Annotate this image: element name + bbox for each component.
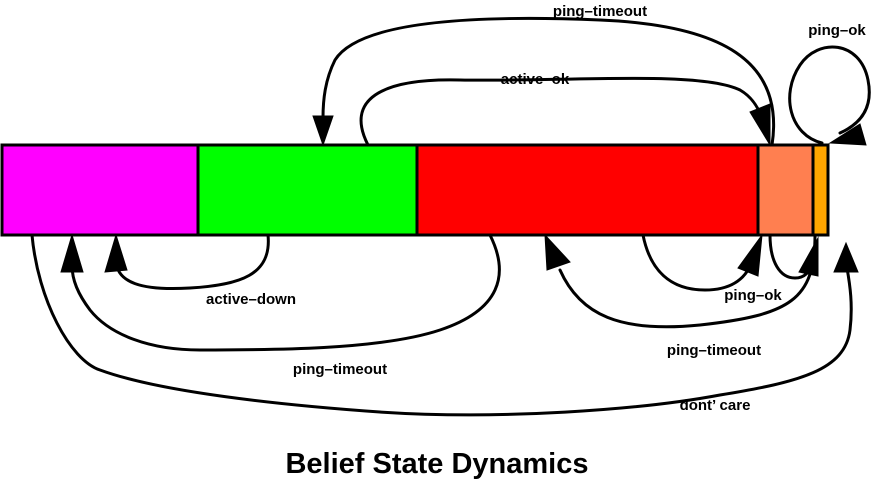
edge-green-to-coral <box>359 76 771 147</box>
edge-orange-self <box>788 45 871 146</box>
diagram-title: Belief State Dynamics <box>285 448 588 480</box>
arrowhead <box>749 103 771 147</box>
arrowhead <box>828 123 867 146</box>
arrowhead <box>60 233 84 273</box>
edge-green-to-magenta <box>104 233 270 291</box>
label-red-to-coral: ping–ok <box>724 287 782 304</box>
edge-red-to-magenta <box>60 233 501 352</box>
edge-orange-to-red <box>544 233 817 329</box>
arrowhead <box>104 233 128 273</box>
edge-magenta-to-orange <box>30 233 859 417</box>
edge-coral-to-green <box>312 16 775 147</box>
arrowhead <box>737 233 763 277</box>
arrowhead <box>544 233 571 271</box>
label-orange-self: ping–ok <box>808 22 866 39</box>
label-red-to-magenta: ping–timeout <box>293 361 387 378</box>
arrowhead <box>312 115 334 147</box>
label-green-to-magenta: active–down <box>206 291 296 308</box>
edge-red-to-coral <box>641 233 763 292</box>
state-magenta <box>0 143 200 237</box>
state-coral <box>756 143 815 237</box>
label-orange-to-red: ping–timeout <box>667 342 761 359</box>
state-orange <box>811 143 830 237</box>
label-green-to-coral: active–ok <box>501 71 570 88</box>
label-magenta-to-orange: dont’ care <box>680 397 751 414</box>
state-red <box>415 143 760 237</box>
arrowhead <box>833 241 859 273</box>
label-coral-to-green: ping–timeout <box>553 3 647 20</box>
state-green <box>196 143 419 237</box>
